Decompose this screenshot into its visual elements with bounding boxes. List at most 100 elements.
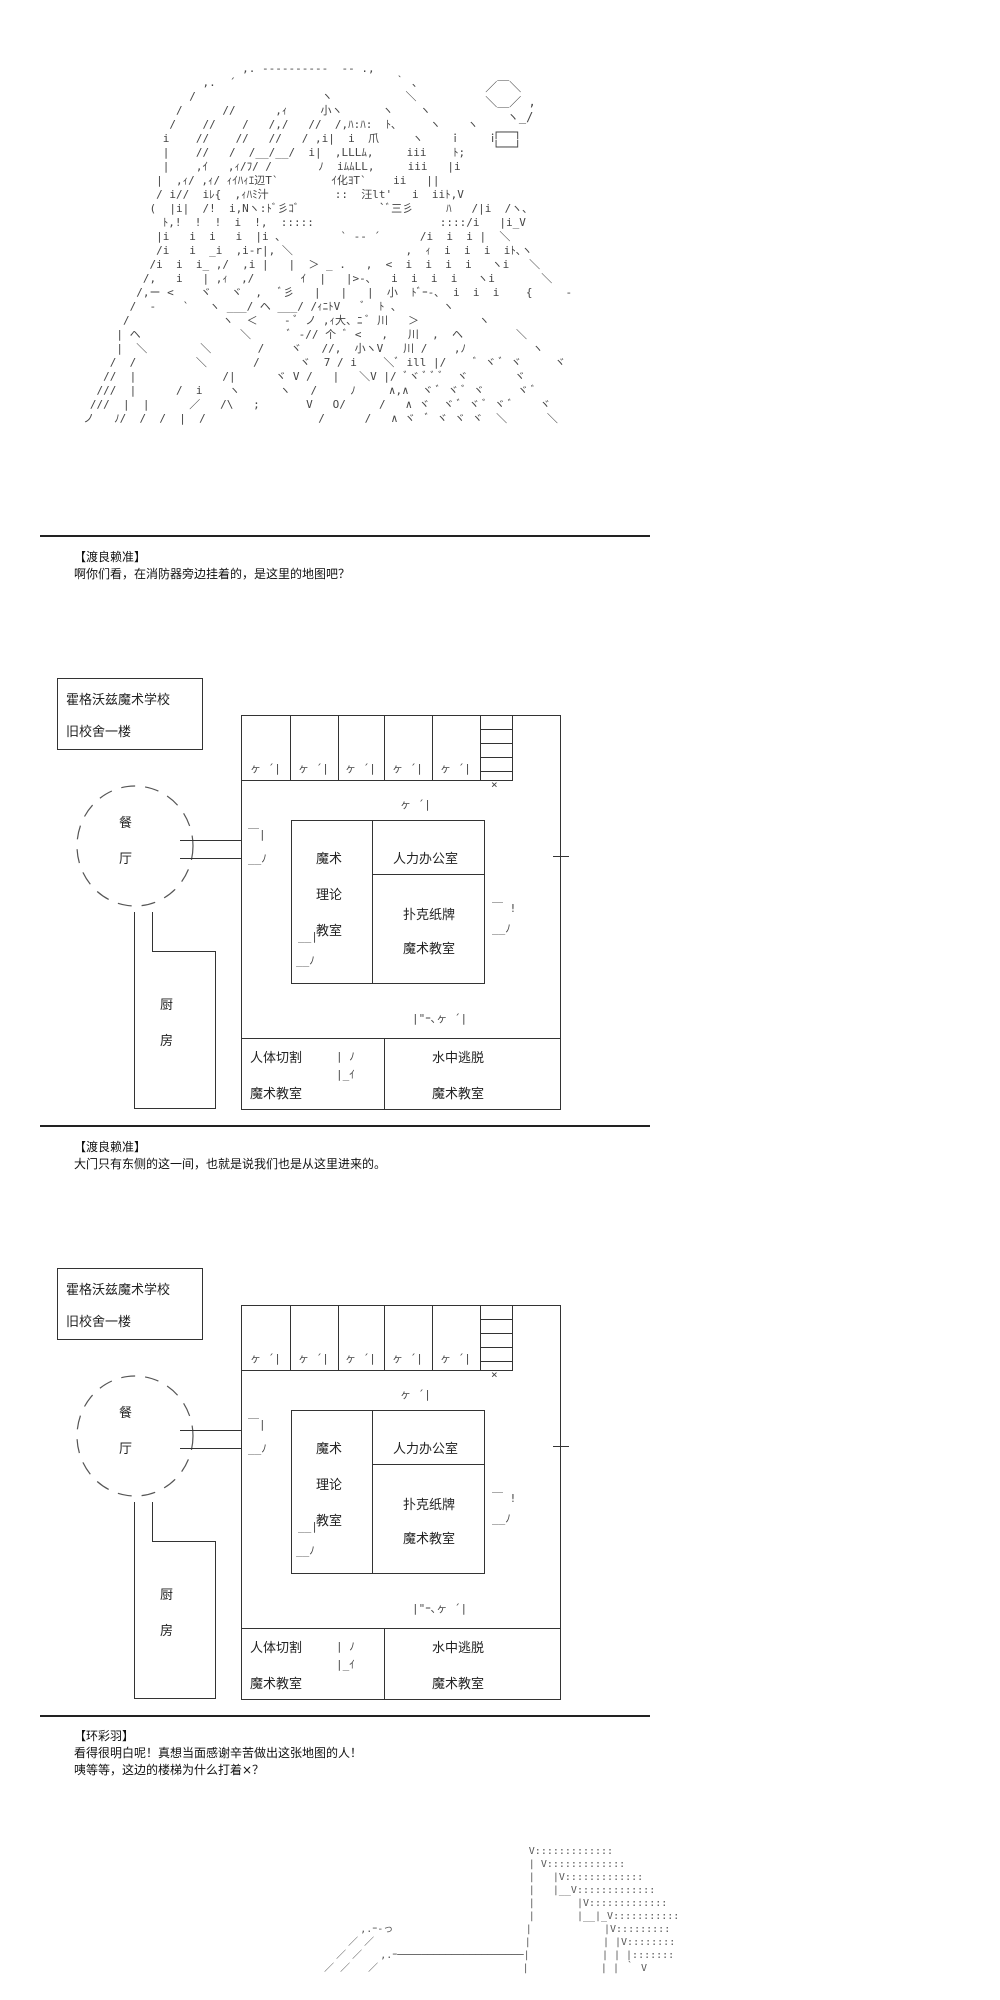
dining-label-2: 厅 xyxy=(119,852,133,867)
corridor-line xyxy=(180,858,242,859)
corridor-line xyxy=(180,840,242,841)
map-title: 霍格沃兹魔术学校 xyxy=(66,693,171,708)
door-mark: ￣ ! xyxy=(492,1492,517,1505)
door-mark: __| xyxy=(298,930,318,943)
door-mark: ヶ ´| xyxy=(298,762,329,775)
room-wall xyxy=(241,780,513,781)
room-label: 人体切割 xyxy=(250,1641,303,1656)
map-subtitle: 旧校舍一楼 xyxy=(66,1315,132,1330)
kitchen-wall xyxy=(152,1541,216,1542)
kitchen-label-2: 房 xyxy=(160,1034,174,1049)
door-mark: __ﾉ xyxy=(296,1544,315,1557)
building-outline xyxy=(241,715,561,1110)
kitchen-wall xyxy=(134,1698,216,1699)
room-wall xyxy=(290,715,291,780)
room-wall xyxy=(338,1305,339,1370)
stairs xyxy=(480,715,513,780)
room-label: 魔术教室 xyxy=(250,1087,303,1102)
kitchen-label-1: 厨 xyxy=(160,1588,174,1603)
speaker-label: 【渡良赖准】 xyxy=(74,1140,147,1154)
room-wall xyxy=(372,1464,485,1465)
stairs-x-mark: × xyxy=(491,778,498,791)
divider-rule xyxy=(40,535,650,537)
room-wall xyxy=(372,1410,373,1574)
room-label: 理论 xyxy=(316,888,343,903)
room-label: 魔术教室 xyxy=(432,1087,485,1102)
room-label: 魔术 xyxy=(316,852,343,867)
door-mark: ヶ ´| xyxy=(440,1352,471,1365)
door-mark: __ﾉ xyxy=(492,1512,511,1525)
room-wall xyxy=(372,820,373,984)
room-label: 人力办公室 xyxy=(393,852,459,867)
kitchen-wall xyxy=(152,1502,153,1542)
door-mark: ￣| xyxy=(248,828,266,841)
room-label: 人力办公室 xyxy=(393,1442,459,1457)
speaker-label: 【渡良赖准】 xyxy=(74,550,147,564)
room-label: 教室 xyxy=(316,924,343,939)
dialogue-line: 大门只有东侧的这一间，也就是说我们也是从这里进来的。 xyxy=(74,1157,387,1171)
room-wall xyxy=(480,1305,481,1370)
kitchen-wall xyxy=(134,1108,216,1109)
room-wall xyxy=(241,1370,513,1371)
kitchen-wall xyxy=(215,1541,216,1698)
building-outline xyxy=(241,1305,561,1700)
dialogue-line: 啊你们看，在消防器旁边挂着的，是这里的地图吧？ xyxy=(74,567,351,581)
ascii-art-character: ,. ‐‐‐‐‐‐‐‐‐‐ ‐- ., ,. ´ ｀ ､ / ヽ ＼ / // … xyxy=(83,62,573,425)
door-mark: ヶ ´| xyxy=(250,762,281,775)
kitchen-label-2: 房 xyxy=(160,1624,174,1639)
room-wall xyxy=(432,1305,433,1370)
map-title-box: 霍格沃兹魔术学校 旧校舍一楼 xyxy=(57,1268,203,1340)
door-mark-bottom: |"ｰ､ヶ ´| xyxy=(412,1602,468,1615)
door-mark: __ﾉ xyxy=(492,922,511,935)
map-title-box: 霍格沃兹魔术学校 旧校舍一楼 xyxy=(57,678,203,750)
room-wall xyxy=(290,1305,291,1370)
room-wall xyxy=(384,1038,385,1110)
stairs-ascii-art: V::::::::::::: | V::::::::::::: | |V::::… xyxy=(324,1846,680,1974)
speaker-label: 【环彩羽】 xyxy=(74,1729,135,1743)
door-mark: ヶ ´| xyxy=(345,762,376,775)
kitchen-wall xyxy=(152,951,216,952)
divider-rule xyxy=(40,1125,650,1127)
dialogue-line: 咦等等，这边的楼梯为什么打着×？ xyxy=(74,1763,265,1777)
door-mark: ￣ ! xyxy=(492,902,517,915)
door-mark: | ﾉ xyxy=(336,1050,355,1063)
room-label: 教室 xyxy=(316,1514,343,1529)
door-mark: __ﾉ xyxy=(296,954,315,967)
kitchen-wall xyxy=(134,1502,135,1698)
door-mark: ヶ ´| xyxy=(392,762,423,775)
door-mark: __ﾉ xyxy=(248,852,267,865)
kitchen-wall xyxy=(152,912,153,952)
door-mark: __| xyxy=(298,1520,318,1533)
room-label: 扑克纸牌 xyxy=(403,908,456,923)
room-wall xyxy=(384,1305,385,1370)
door-mark: ヶ ´| xyxy=(345,1352,376,1365)
inner-block xyxy=(291,1410,485,1574)
door-mark: |_ｲ xyxy=(336,1068,355,1081)
door-mark: ヶ ´| xyxy=(250,1352,281,1365)
door-mark: ヶ ´| xyxy=(440,762,471,775)
room-wall xyxy=(384,715,385,780)
kitchen-label-1: 厨 xyxy=(160,998,174,1013)
room-wall xyxy=(432,715,433,780)
door-mark-bottom: |"ｰ､ヶ ´| xyxy=(412,1012,468,1025)
door-mark: ヶ ´| xyxy=(400,798,431,811)
room-wall xyxy=(338,715,339,780)
corridor-line xyxy=(180,1448,242,1449)
room-wall xyxy=(480,715,481,780)
room-label: 理论 xyxy=(316,1478,343,1493)
room-label: 魔术教室 xyxy=(403,942,456,957)
corridor-line xyxy=(180,1430,242,1431)
room-wall xyxy=(241,1038,561,1039)
dialogue-line: 看得很明白呢！真想当面感谢辛苦做出这张地图的人！ xyxy=(74,1746,363,1760)
door-mark: ￣| xyxy=(248,1418,266,1431)
door-mark: |_ｲ xyxy=(336,1658,355,1671)
room-wall xyxy=(372,874,485,875)
room-label: 魔术 xyxy=(316,1442,343,1457)
room-label: 魔术教室 xyxy=(432,1677,485,1692)
kitchen-wall xyxy=(134,912,135,1108)
east-door xyxy=(553,1446,569,1447)
room-wall xyxy=(384,1628,385,1700)
kitchen-wall xyxy=(215,951,216,1108)
room-label: 扑克纸牌 xyxy=(403,1498,456,1513)
door-mark: __ﾉ xyxy=(248,1442,267,1455)
